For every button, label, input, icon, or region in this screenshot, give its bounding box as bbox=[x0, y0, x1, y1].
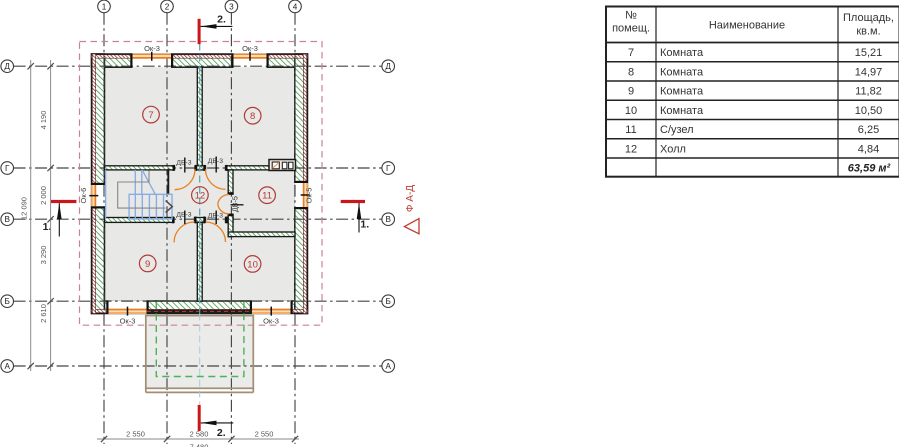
svg-text:2 580: 2 580 bbox=[190, 430, 209, 439]
svg-text:Ок-3: Ок-3 bbox=[242, 44, 258, 53]
svg-text:№: № bbox=[625, 10, 637, 22]
svg-text:С/узел: С/узел bbox=[660, 124, 694, 136]
svg-text:10,50: 10,50 bbox=[855, 105, 883, 117]
svg-text:Наименование: Наименование bbox=[709, 20, 785, 32]
svg-text:7: 7 bbox=[148, 110, 153, 121]
svg-text:2 000: 2 000 bbox=[39, 186, 48, 205]
svg-text:1.: 1. bbox=[360, 219, 369, 231]
svg-text:7 480: 7 480 bbox=[190, 443, 209, 447]
svg-text:10: 10 bbox=[625, 105, 637, 117]
svg-text:3: 3 bbox=[229, 2, 234, 11]
svg-text:Площадь,: Площадь, bbox=[843, 12, 894, 24]
svg-text:4 190: 4 190 bbox=[39, 111, 48, 130]
svg-text:2 550: 2 550 bbox=[126, 430, 145, 439]
svg-text:В: В bbox=[4, 215, 10, 224]
svg-text:помещ.: помещ. bbox=[612, 23, 650, 35]
svg-text:11: 11 bbox=[262, 191, 272, 202]
svg-text:Б: Б bbox=[386, 297, 391, 306]
svg-text:6,25: 6,25 bbox=[858, 124, 879, 136]
svg-text:2 610: 2 610 bbox=[39, 304, 48, 323]
svg-text:8: 8 bbox=[250, 111, 255, 122]
svg-text:2: 2 bbox=[165, 2, 170, 11]
svg-text:9: 9 bbox=[628, 86, 634, 98]
svg-text:Ок-3: Ок-3 bbox=[120, 316, 136, 325]
svg-text:2.: 2. bbox=[217, 13, 226, 25]
svg-text:2 550: 2 550 bbox=[255, 430, 274, 439]
svg-text:Ок-5: Ок-5 bbox=[305, 188, 314, 204]
svg-text:Д: Д bbox=[385, 62, 391, 71]
svg-text:В: В bbox=[385, 215, 391, 224]
svg-text:9: 9 bbox=[145, 259, 150, 270]
svg-text:3 290: 3 290 bbox=[39, 246, 48, 265]
svg-text:Б: Б bbox=[5, 297, 10, 306]
svg-text:1: 1 bbox=[102, 2, 107, 11]
svg-text:11: 11 bbox=[625, 124, 636, 136]
svg-text:7: 7 bbox=[628, 47, 634, 59]
svg-text:4,84: 4,84 bbox=[858, 143, 879, 155]
svg-text:12: 12 bbox=[625, 143, 637, 155]
svg-text:8: 8 bbox=[628, 66, 634, 78]
svg-text:2.: 2. bbox=[217, 427, 226, 439]
svg-text:12 090: 12 090 bbox=[19, 197, 28, 220]
svg-text:11,82: 11,82 bbox=[855, 86, 882, 98]
svg-text:Комната: Комната bbox=[660, 66, 704, 78]
svg-text:Комната: Комната bbox=[660, 86, 704, 98]
svg-text:А: А bbox=[385, 362, 391, 371]
svg-text:Ок-3: Ок-3 bbox=[263, 316, 279, 325]
svg-text:кв.м.: кв.м. bbox=[856, 25, 880, 37]
svg-text:Г: Г bbox=[5, 164, 10, 173]
svg-text:12: 12 bbox=[195, 190, 206, 201]
svg-text:4: 4 bbox=[293, 2, 298, 11]
svg-text:1.: 1. bbox=[43, 221, 52, 233]
svg-text:Ок-3: Ок-3 bbox=[144, 44, 160, 53]
svg-text:Комната: Комната bbox=[660, 47, 704, 59]
svg-text:ДВ-5: ДВ-5 bbox=[230, 196, 239, 212]
svg-text:Комната: Комната bbox=[660, 105, 704, 117]
svg-text:10: 10 bbox=[247, 259, 258, 270]
svg-text:Ок-6: Ок-6 bbox=[79, 188, 88, 204]
svg-text:Холл: Холл bbox=[660, 143, 686, 155]
svg-text:63,59 м²: 63,59 м² bbox=[848, 162, 891, 174]
svg-text:Ф А-Д: Ф А-Д bbox=[405, 185, 416, 212]
svg-text:А: А bbox=[4, 362, 10, 371]
svg-text:Д: Д bbox=[4, 62, 10, 71]
svg-text:15,21: 15,21 bbox=[855, 47, 883, 59]
svg-text:14,97: 14,97 bbox=[855, 66, 883, 78]
svg-text:Г: Г bbox=[386, 164, 391, 173]
